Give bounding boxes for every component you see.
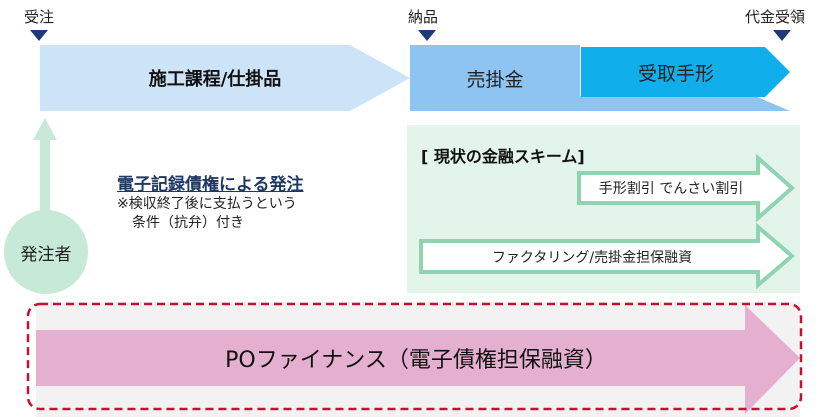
po-finance-label: POファイナンス（電子債権担保融資） [225, 348, 607, 373]
orderer-circle [4, 210, 88, 294]
orderer-label: 発注者 [20, 244, 72, 265]
construction-label: 施工課程/仕掛品 [148, 69, 282, 90]
scheme-arrow-discount [577, 153, 796, 223]
po-finance-arrow [36, 305, 800, 414]
milestone-marker-icon [418, 30, 436, 41]
po-finance-dashed-border [26, 302, 803, 411]
scheme-arrow-factoring [419, 222, 796, 290]
receivable-band [410, 45, 790, 111]
milestone-marker-icon [30, 30, 48, 41]
up-arrow [33, 118, 57, 140]
scheme-factoring-label: ファクタリング/売掛金担保融資 [491, 249, 693, 266]
milestone-payment-received: 代金受領 [745, 8, 806, 26]
condition-note-line1: ※検収終了後に支払うという [117, 196, 297, 212]
note-label: 受取手形 [637, 62, 714, 85]
electronic-claim-order-heading: 電子記録債権による発注 [117, 175, 304, 195]
milestone-delivery: 納品 [408, 8, 439, 26]
receivable-label: 売掛金 [466, 68, 524, 91]
current-scheme-title: [ 現状の金融スキーム] [421, 147, 585, 166]
milestone-marker-icon [773, 30, 791, 41]
condition-note-line2: 条件（抗弁）付き [132, 215, 244, 231]
construction-arrow [40, 45, 410, 111]
scheme-discount-label: 手形割引 でんさい割引 [598, 181, 744, 197]
milestone-order-received: 受注 [24, 8, 55, 26]
note-arrow [581, 47, 790, 97]
